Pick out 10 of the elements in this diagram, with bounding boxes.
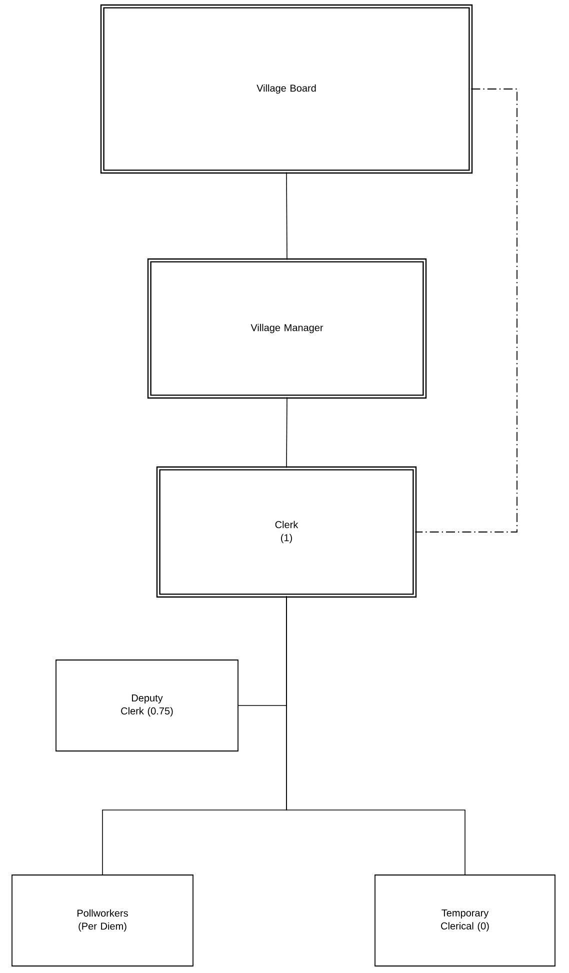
position-box: Village Manager bbox=[147, 258, 427, 399]
connector-line bbox=[286, 596, 466, 875]
connector-line bbox=[286, 172, 288, 260]
position-box: Deputy Clerk (0.75) bbox=[56, 660, 238, 752]
position-box: Pollworkers (Per Diem) bbox=[12, 874, 194, 966]
connector-line bbox=[414, 88, 518, 532]
connector-line bbox=[286, 396, 288, 468]
position-box: Temporary Clerical (0) bbox=[374, 874, 556, 966]
position-box: Village Board bbox=[100, 4, 473, 174]
position-box: Clerk (1) bbox=[156, 466, 417, 598]
